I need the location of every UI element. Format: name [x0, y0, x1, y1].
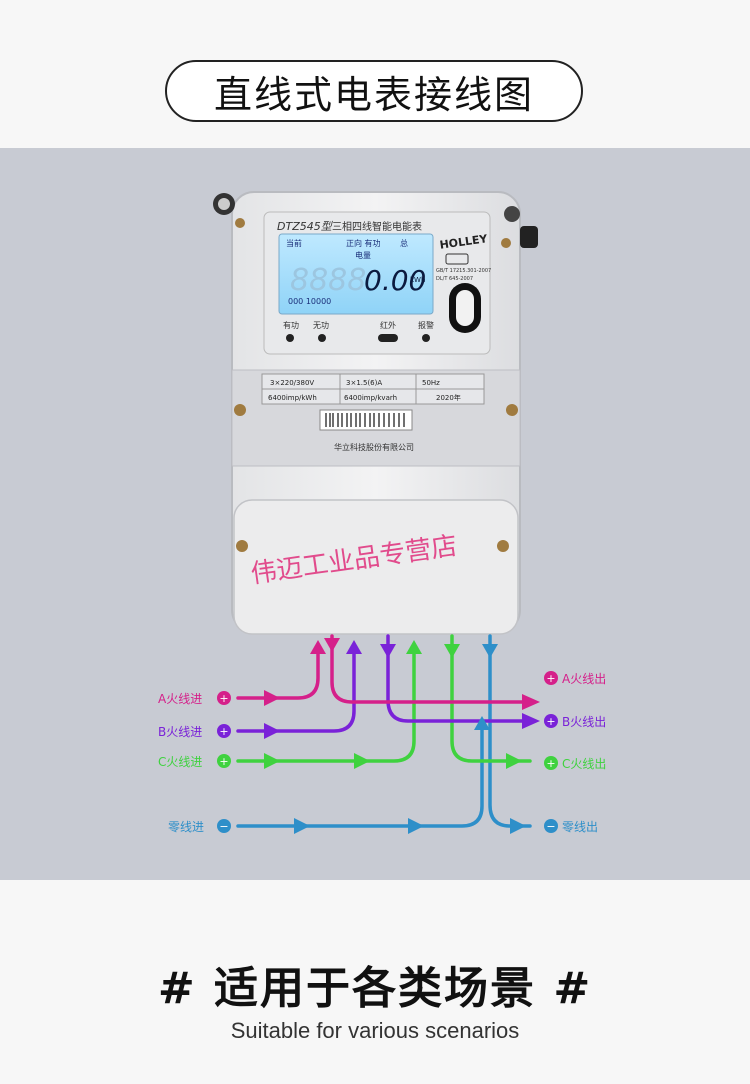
- footer-title: # 适用于各类场景 #: [157, 963, 593, 1014]
- wiring-diagram: DTZ545型 三相四线智能电能表 当前 正向 有功 总 电量 8888 0.0…: [158, 191, 606, 834]
- active-led: [286, 334, 294, 342]
- c-in-label: C火线进: [158, 755, 202, 769]
- arrowheads: [264, 638, 540, 834]
- lcd-reading: 0.00: [364, 264, 426, 297]
- a-out-label: A火线出: [562, 672, 606, 686]
- c-in-wire: [236, 650, 416, 763]
- top-right-screw: [504, 206, 520, 222]
- svg-text:6400imp/kvarh: 6400imp/kvarh: [344, 394, 397, 402]
- neutral-out-wire: [488, 634, 532, 828]
- a-in-wire: [236, 650, 320, 700]
- c-out-wire: [450, 634, 532, 763]
- infrared-port: [378, 334, 398, 342]
- svg-text:+: +: [219, 725, 228, 738]
- svg-text:kWh: kWh: [410, 276, 425, 284]
- svg-text:50Hz: 50Hz: [422, 379, 440, 387]
- b-out-label: B火线出: [562, 715, 606, 729]
- svg-text:3×220/380V: 3×220/380V: [270, 379, 314, 387]
- wires: [236, 634, 532, 828]
- b-in-wire: [236, 650, 356, 733]
- svg-text:+: +: [546, 672, 555, 685]
- svg-text:+: +: [219, 755, 228, 768]
- reactive-led: [318, 334, 326, 342]
- a-out-wire: [330, 634, 532, 704]
- output-labels: + A火线出 + B火线出 + C火线出 − 零线出: [544, 671, 606, 834]
- meter-model: DTZ545型: [277, 220, 334, 233]
- diagram-title: 直线式电表接线图: [165, 60, 583, 122]
- svg-text:6400imp/kWh: 6400imp/kWh: [268, 394, 317, 402]
- diagram-panel: DTZ545型 三相四线智能电能表 当前 正向 有功 总 电量 8888 0.0…: [0, 148, 750, 880]
- svg-text:有功: 有功: [283, 320, 299, 330]
- svg-text:+: +: [219, 692, 228, 705]
- svg-text:当前: 当前: [286, 238, 302, 248]
- svg-text:无功: 无功: [313, 320, 329, 330]
- barcode: [319, 409, 413, 431]
- neutral-in-label: 零线进: [168, 820, 204, 834]
- svg-text:GB/T 17215.301-2007: GB/T 17215.301-2007: [436, 268, 491, 274]
- svg-text:红外: 红外: [380, 320, 396, 330]
- svg-text:000 10000: 000 10000: [288, 297, 331, 306]
- svg-text:2020年: 2020年: [436, 393, 461, 402]
- neutral-out-label: 零线出: [562, 820, 598, 834]
- footer-subtitle: Suitable for various scenarios: [230, 1018, 520, 1043]
- manufacturer: 华立科技股份有限公司: [334, 442, 414, 452]
- svg-text:总: 总: [400, 238, 408, 248]
- b-in-label: B火线进: [158, 725, 202, 739]
- svg-text:3×1.5(6)A: 3×1.5(6)A: [346, 379, 382, 387]
- b-out-wire: [386, 634, 532, 723]
- a-in-label: A火线进: [158, 692, 202, 706]
- input-labels: A火线进 + B火线进 + C火线进 + 零线进 −: [158, 691, 231, 834]
- svg-text:报警: 报警: [418, 320, 434, 330]
- svg-text:+: +: [546, 757, 555, 770]
- svg-text:+: +: [546, 715, 555, 728]
- svg-text:−: −: [219, 820, 228, 833]
- meter-name: 三相四线智能电能表: [332, 220, 422, 233]
- svg-text:DL/T 645-2007: DL/T 645-2007: [436, 276, 473, 282]
- seal-cap-icon: [520, 226, 538, 248]
- svg-text:8888: 8888: [290, 263, 366, 298]
- neutral-in-wire: [236, 726, 484, 828]
- svg-text:电量: 电量: [355, 250, 371, 260]
- alarm-led: [422, 334, 430, 342]
- svg-text:−: −: [546, 820, 555, 833]
- svg-text:正向 有功: 正向 有功: [346, 238, 381, 248]
- lcd-screen: [278, 233, 434, 315]
- c-out-label: C火线出: [562, 757, 606, 771]
- electric-meter: DTZ545型 三相四线智能电能表 当前 正向 有功 总 电量 8888 0.0…: [213, 191, 538, 635]
